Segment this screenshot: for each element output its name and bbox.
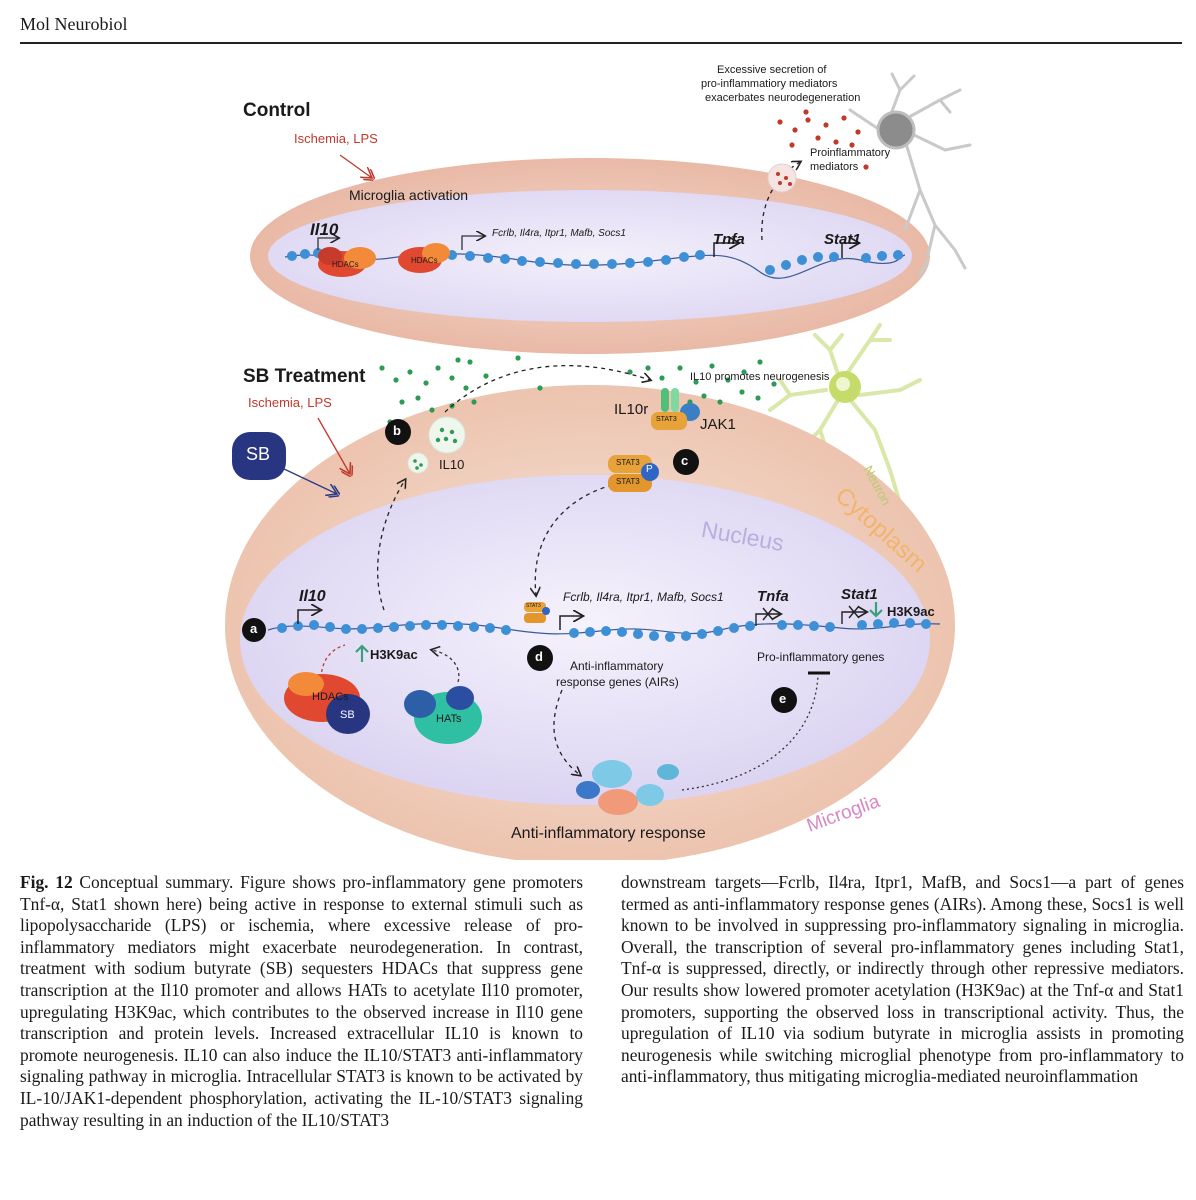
figure-diagram	[225, 72, 972, 860]
proinflam-genes-label: Pro-inflammatory genes	[757, 650, 885, 664]
sb-nucleus	[240, 475, 930, 805]
sb-targets-promoter-arrow	[559, 616, 582, 630]
sb-neuron-nucleus	[836, 377, 850, 391]
stat3-receptor-label: STAT3	[656, 416, 677, 423]
control-il10-gene: Il10	[310, 220, 339, 239]
stat3-dimer-label-2: STAT3	[616, 477, 640, 486]
hats-complex	[404, 686, 482, 744]
tnfa-block-x	[762, 607, 774, 621]
sb-drug-arrow	[281, 467, 337, 494]
il10r-label: IL10r	[614, 401, 649, 418]
h3k9ac-up-label: H3K9ac	[370, 647, 418, 662]
sb-badge-label: SB	[246, 444, 271, 464]
h3k9ac-down-label: H3K9ac	[887, 604, 935, 619]
stat3-dna-label: STAT3	[526, 603, 541, 609]
stat1-block-x	[848, 605, 860, 619]
il10-receptor	[651, 388, 700, 430]
hdac-suppression-arrow	[320, 644, 346, 691]
sb-tnfa-gene: Tnfa	[757, 588, 789, 605]
mediators-label-2: mediators	[810, 161, 859, 173]
neurodegeneration-note-2: pro-inflammatiory mediators	[701, 78, 838, 90]
mediators-label-1: Proinflammatory	[810, 147, 891, 159]
marker-b: b	[393, 423, 401, 438]
sb-tnfa-promoter-blocked	[755, 614, 780, 626]
response-inhibition-line	[681, 674, 819, 791]
phospho-label: P	[646, 464, 653, 475]
marker-a: a	[250, 621, 258, 636]
control-stimulus-arrow	[339, 154, 372, 178]
il10-vesicle	[407, 416, 466, 474]
control-mediator-dots	[777, 109, 869, 170]
sb-stimulus: Ischemia, LPS	[248, 395, 332, 410]
sb-il10-promoter-arrow	[297, 610, 320, 624]
marker-circles	[242, 419, 797, 713]
hats-acetylation-arrow	[432, 650, 460, 683]
sb-stat1-promoter-blocked	[841, 612, 866, 624]
sb-hdac-complex	[284, 672, 370, 734]
control-title: Control	[243, 100, 311, 121]
control-neuron-soma	[876, 110, 916, 150]
control-hdac-complex-2	[398, 243, 450, 273]
stat3-dimer	[608, 455, 659, 492]
sb-stat1-gene: Stat1	[841, 586, 878, 603]
caption-left-text: Conceptual summary. Figure shows pro-inf…	[20, 872, 583, 1130]
control-mediator-vesicle	[767, 163, 797, 193]
sb-hdac-label: HDACs	[312, 691, 349, 703]
control-activation: Microglia activation	[349, 187, 469, 203]
marker-c: c	[681, 453, 689, 468]
figure-12: Control Ischemia, LPS Microglia activati…	[0, 50, 1196, 860]
control-hdac-complex-1	[318, 247, 376, 277]
hats-label: HATs	[436, 713, 462, 725]
anti-inflammatory-proteins	[576, 760, 679, 815]
stat3-to-nucleus-arrow	[535, 484, 613, 595]
neurodegeneration-note-1: Excessive secretion of	[717, 64, 827, 76]
control-tnfa-promoter-arrow	[713, 243, 738, 257]
caption-right: downstream targets—Fcrlb, Il4ra, Itpr1, …	[621, 872, 1184, 1088]
control-stat1-promoter-arrow	[841, 243, 858, 258]
control-il10-promoter-arrow	[317, 238, 338, 250]
header-rule	[20, 42, 1182, 44]
marker-e: e	[779, 691, 787, 706]
control-hdac-label-1: HDACs	[332, 260, 359, 269]
sb-title: SB Treatment	[243, 366, 366, 387]
il10-label: IL10	[439, 457, 465, 472]
caption-left: Fig. 12 Conceptual summary. Figure shows…	[20, 872, 583, 1131]
control-targets: Fcrlb, Il4ra, Itpr1, Mafb, Socs1	[492, 228, 626, 239]
il10-to-receptor-arrow	[444, 365, 650, 413]
airs-label-2: response genes (AIRs)	[556, 675, 679, 689]
airs-to-response-arrow	[553, 689, 580, 775]
il10-dots	[379, 355, 777, 425]
control-stat1-gene: Stat1	[824, 231, 861, 248]
control-hdac-label-2: HDACs	[411, 256, 438, 265]
control-nucleus	[268, 190, 912, 322]
journal-header: Mol Neurobiol	[20, 14, 128, 34]
sb-hdac-sb-label: SB	[340, 709, 355, 721]
anti-response-label: Anti-inflammatory response	[511, 825, 706, 842]
h3k9ac-down-arrow	[869, 602, 883, 618]
marker-d: d	[535, 649, 543, 664]
neurogenesis-label: IL10 promotes neurogenesis	[690, 371, 830, 383]
stat3-dna-bound	[524, 602, 550, 623]
sb-targets: Fcrlb, Il4ra, Itpr1, Mafb, Socs1	[563, 590, 724, 604]
stat3-dimer-label-1: STAT3	[616, 458, 640, 467]
caption-right-text: downstream targets—Fcrlb, Il4ra, Itpr1, …	[621, 872, 1184, 1087]
sb-stimulus-arrow	[317, 417, 350, 474]
figure-label: Fig. 12	[20, 872, 73, 892]
control-targets-promoter-arrow	[461, 236, 484, 250]
neurodegeneration-note-3: exacerbates neurodegeneration	[705, 92, 861, 104]
jak1-label: JAK1	[700, 416, 736, 433]
sb-il10-gene: Il10	[299, 588, 326, 605]
sb-badge	[232, 432, 286, 480]
il10-secretion-arrow	[377, 480, 405, 611]
h3k9ac-up-arrow	[355, 644, 369, 662]
control-tnfa-gene: Tnfa	[713, 231, 745, 248]
control-stimulus: Ischemia, LPS	[294, 131, 378, 146]
sb-nucleosomes	[277, 618, 931, 642]
airs-label-1: Anti-inflammatory	[570, 659, 664, 673]
